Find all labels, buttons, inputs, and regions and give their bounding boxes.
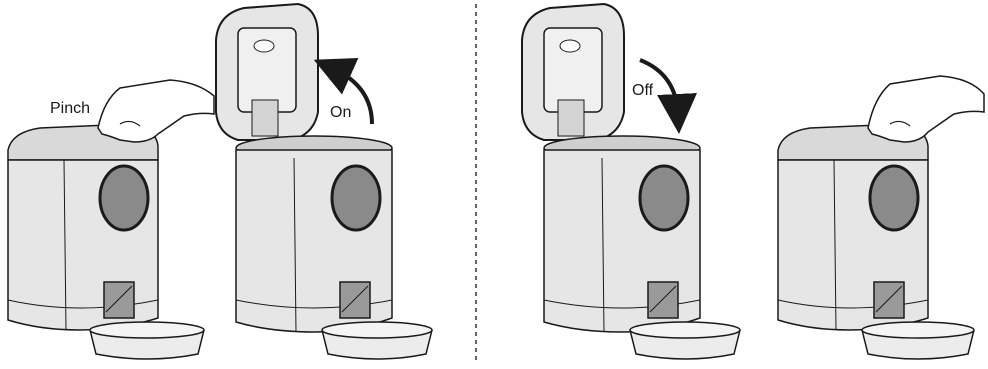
feeder-window <box>100 166 148 230</box>
on-label: On <box>330 104 351 122</box>
hand-illustration <box>868 76 984 142</box>
hand-illustration <box>98 80 214 142</box>
feeder-open-right <box>522 4 740 359</box>
feeder-closed-left <box>8 124 204 359</box>
food-bowl <box>90 322 204 359</box>
feeder-closed-right <box>778 124 974 359</box>
off-label: Off <box>632 82 653 100</box>
feeder-open-left <box>216 4 432 359</box>
pinch-label: Pinch <box>50 100 90 118</box>
